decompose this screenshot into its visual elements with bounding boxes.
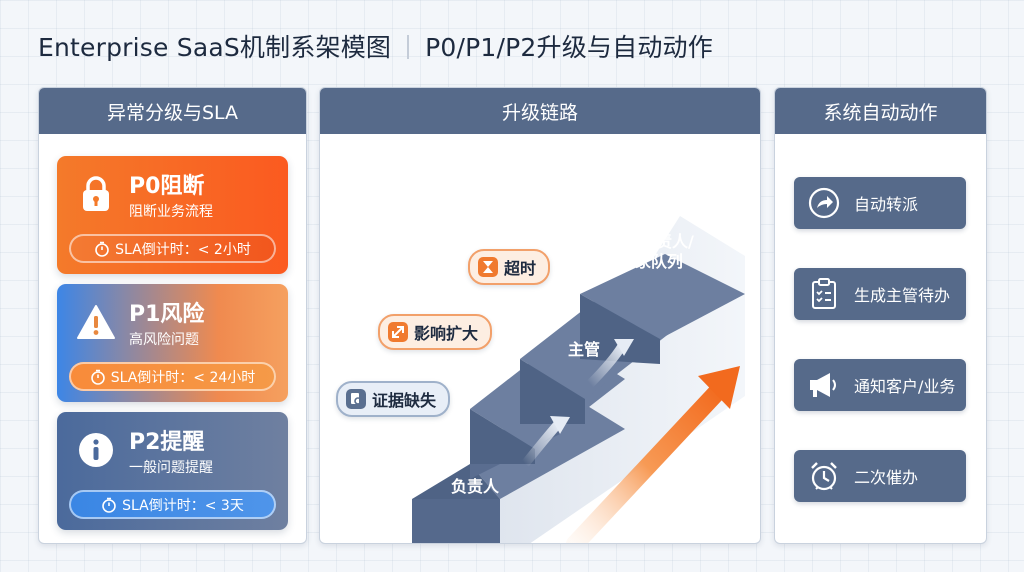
p0-sla-text: SLA倒计时：< 2小时 [115,241,251,258]
trigger-impact-label: 影响扩大 [414,324,479,343]
auto-actions-panel-header: 系统自动动作 [775,88,986,134]
trigger-impact: 影响扩大 [378,314,493,350]
step-4-top-surface [580,254,745,339]
auto-actions-panel: 系统自动动作 自动转派 生成主管待办 通知客户/业务 二次催办 [774,87,987,544]
step-arrow-2-head [614,339,634,356]
trigger-overtime-label: 超时 [504,259,537,278]
step-3-front [520,359,585,424]
step-arrow-1 [521,421,562,467]
lock-icon [75,173,117,215]
timer-icon [102,497,116,513]
p2-sla-text: SLA倒计时：< 3天 [122,497,244,514]
title-divider [407,35,410,59]
p2-title: P2提醒 [129,430,205,455]
expand-icon [388,322,408,342]
p1-sla-text: SLA倒计时：< 24小时 [110,369,256,386]
trigger-overtime: 超时 [468,249,551,285]
p1-title: P1风险 [129,302,205,327]
step-1-top [470,389,625,499]
severity-panel-header: 异常分级与SLA [39,88,306,134]
trigger-evidence: 证据缺失 [336,381,451,417]
p2-sla-badge: SLA倒计时：< 3天 [69,490,276,519]
alarm-clock-icon [806,458,842,494]
p0-card: P0阻断 阻断业务流程 SLA倒计时：< 2小时 [57,156,288,274]
p0-sla-badge: SLA倒计时：< 2小时 [69,234,276,263]
staircase-graphic [412,216,745,543]
step-owner-label: 负责人 [451,477,500,496]
escalation-panel-header: 升级链路 [320,88,760,134]
trigger-evidence-label: 证据缺失 [372,391,437,410]
step-4-front [580,294,660,364]
action-auto-reassign-label: 自动转派 [854,195,919,214]
action-notify-customer: 通知客户/业务 [794,359,966,411]
clipboard-checklist-icon [806,276,842,312]
p0-title: P0阻断 [129,174,205,199]
warning-icon [75,301,117,343]
page-title: Enterprise SaaS机制系架模图 P0/P1/P2升级与自动动作 [38,28,713,64]
action-auto-reassign: 自动转派 [794,177,966,229]
p1-sla-badge: SLA倒计时：< 24小时 [69,362,276,391]
step-arrow-1-head [550,416,570,434]
escalation-arrow-head [698,366,740,409]
step-1-face [412,499,500,543]
step-dept-head-label: 部门负责人/ 专家队列 [608,232,694,271]
info-icon [75,429,117,471]
action-supervisor-todo: 生成主管待办 [794,268,966,320]
p1-subtitle: 高风险问题 [129,332,199,348]
title-sub: P0/P1/P2升级与自动动作 [425,33,713,62]
document-search-icon [346,389,366,409]
escalation-panel: 升级链路 [319,87,761,544]
escalation-staircase: 负责人 主管 部门负责人/ 专家队列 超时 影响扩大 证据缺失 [320,134,760,543]
action-notify-customer-label: 通知客户/业务 [854,377,956,396]
p1-card: P1风险 高风险问题 SLA倒计时：< 24小时 [57,284,288,402]
escalation-arrow [566,380,729,543]
megaphone-icon [806,367,842,403]
p0-subtitle: 阻断业务流程 [129,204,213,220]
timer-icon [90,369,105,385]
action-second-reminder: 二次催办 [794,450,966,502]
severity-panel: 异常分级与SLA P0阻断 阻断业务流程 SLA倒计时：< 2小时 P1风险 [38,87,307,544]
forward-arrow-icon [806,185,842,221]
hourglass-icon [478,257,498,277]
p2-card: P2提醒 一般问题提醒 SLA倒计时：< 3天 [57,412,288,530]
timer-icon [95,241,109,257]
step-supervisor-label: 主管 [568,340,601,359]
step-2-front [470,409,535,464]
p2-subtitle: 一般问题提醒 [129,460,213,476]
action-second-reminder-label: 二次催办 [854,468,919,487]
action-supervisor-todo-label: 生成主管待办 [854,286,951,305]
title-main: Enterprise SaaS机制系架模图 [38,33,392,62]
